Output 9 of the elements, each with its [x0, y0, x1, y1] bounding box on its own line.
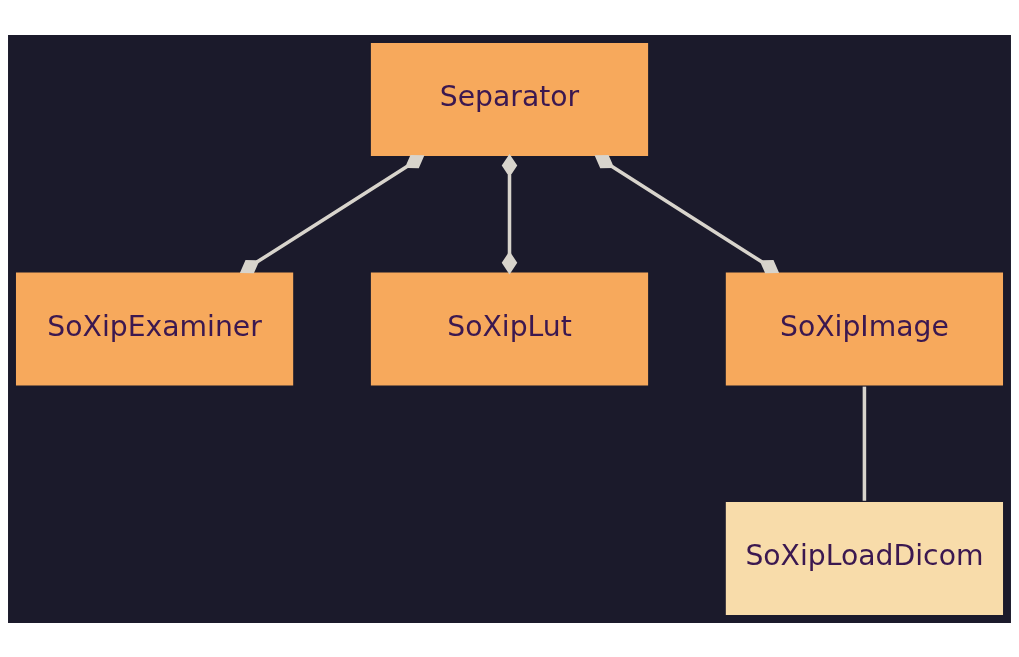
connector [239, 154, 425, 273]
node-box: SoXipImage [724, 270, 1005, 387]
node-box: SoXipLut [369, 270, 650, 387]
node-box: SoXipExaminer [14, 270, 295, 387]
connector [862, 386, 867, 501]
node-box: SoXipLoadDicom [724, 499, 1005, 617]
node-box: Separator [369, 40, 650, 158]
connector [594, 154, 780, 273]
connector [501, 153, 518, 274]
